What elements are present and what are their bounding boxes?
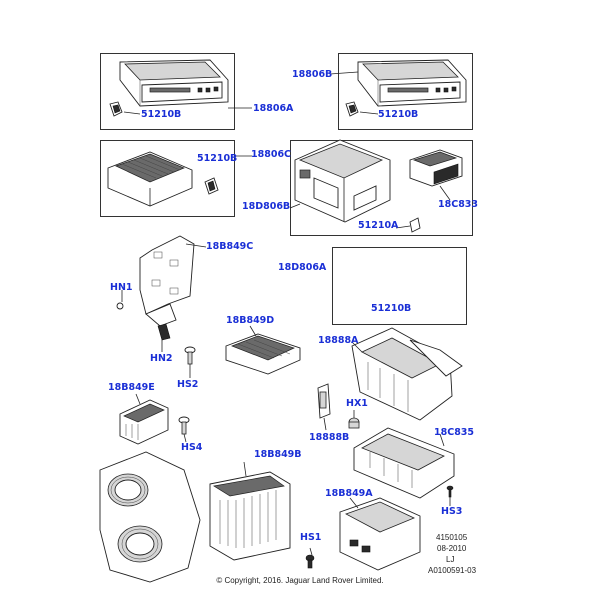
label-HS2: HS2 bbox=[177, 379, 199, 390]
screw-HS4 bbox=[178, 416, 190, 443]
label-18B849A: 18B849A bbox=[325, 488, 373, 499]
label-18C833: 18C833 bbox=[438, 199, 479, 210]
group-box-18806B bbox=[338, 53, 473, 130]
tray-18C835 bbox=[353, 427, 455, 499]
label-18C835: 18C835 bbox=[434, 427, 475, 438]
label-51210B-18806C: 51210B bbox=[197, 153, 238, 164]
group-box-18806A bbox=[100, 53, 235, 130]
label-18D806A: 18D806A bbox=[278, 262, 327, 273]
head-unit-18806A bbox=[109, 59, 252, 117]
group-box-18D806A bbox=[332, 247, 467, 325]
screw-HS2 bbox=[184, 346, 196, 378]
amplifier-18B849E bbox=[119, 393, 169, 445]
screw-HS1 bbox=[305, 547, 315, 569]
screw-HS3 bbox=[446, 485, 454, 506]
diagram-reference: A0100591-03 bbox=[428, 566, 477, 575]
amplifier-18806C bbox=[107, 151, 252, 207]
label-HN2: HN2 bbox=[150, 353, 173, 364]
amplifier-18B849B bbox=[209, 461, 291, 561]
label-18806B: 18806B bbox=[292, 69, 333, 80]
label-18B849E: 18B849E bbox=[108, 382, 155, 393]
mounting-frame-18888A bbox=[351, 327, 463, 421]
label-18888B: 18888B bbox=[309, 432, 350, 443]
amplifier-18B849D bbox=[225, 325, 301, 375]
label-18B849D: 18B849D bbox=[226, 315, 275, 326]
diagram-code: 4150105 bbox=[436, 533, 468, 542]
head-unit-18806B bbox=[329, 59, 467, 117]
label-18D806B: 18D806B bbox=[242, 201, 291, 212]
label-18B849B: 18B849B bbox=[254, 449, 302, 460]
module-18B849A bbox=[339, 497, 421, 571]
group-box-18D806B bbox=[290, 140, 473, 236]
label-51210A: 51210A bbox=[358, 220, 399, 231]
cd-changer-18D806B bbox=[289, 139, 463, 233]
label-HN1: HN1 bbox=[110, 282, 133, 293]
bracket-18888B bbox=[317, 383, 331, 431]
bracket-18B849C bbox=[116, 235, 207, 352]
label-HS3: HS3 bbox=[441, 506, 463, 517]
label-51210B-18D806A: 51210B bbox=[371, 303, 412, 314]
label-18806A: 18806A bbox=[253, 103, 294, 114]
diagram-date: 08-2010 bbox=[437, 544, 467, 553]
label-51210B-18806A: 51210B bbox=[141, 109, 182, 120]
nut-HX1 bbox=[348, 410, 360, 429]
diagram-initials: LJ bbox=[446, 555, 455, 564]
label-18806C: 18806C bbox=[251, 149, 292, 160]
group-box-18806C bbox=[100, 140, 235, 217]
copyright-notice: © Copyright, 2016. Jaguar Land Rover Lim… bbox=[216, 576, 384, 585]
label-HX1: HX1 bbox=[346, 398, 368, 409]
label-HS1: HS1 bbox=[300, 532, 322, 543]
label-HS4: HS4 bbox=[181, 442, 203, 453]
label-18888A: 18888A bbox=[318, 335, 359, 346]
label-18B849C: 18B849C bbox=[206, 241, 254, 252]
subwoofer-enclosure bbox=[99, 451, 201, 583]
label-51210B-18806B: 51210B bbox=[378, 109, 419, 120]
